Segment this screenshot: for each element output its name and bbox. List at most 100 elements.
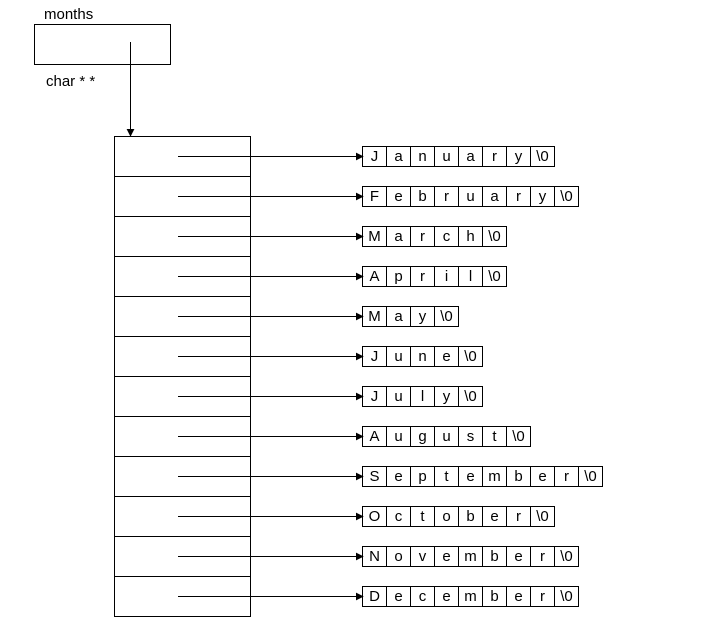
char-text: o — [394, 548, 402, 565]
char-text: e — [490, 508, 498, 525]
char-text: b — [514, 468, 522, 485]
char-text: e — [514, 588, 522, 605]
variable-box — [34, 24, 171, 65]
char-text: p — [394, 268, 402, 285]
char-text: o — [442, 508, 450, 525]
char-text: J — [371, 348, 379, 365]
char-text: r — [564, 468, 569, 485]
char-text: u — [442, 148, 450, 165]
char-cell — [506, 426, 531, 447]
char-text: e — [442, 588, 450, 605]
char-text: n — [418, 148, 426, 165]
char-text: t — [420, 508, 425, 525]
char-text: \0 — [464, 388, 477, 405]
char-cell — [458, 386, 483, 407]
char-text: A — [369, 428, 379, 445]
char-text: y — [443, 388, 451, 405]
char-text: r — [516, 188, 521, 205]
char-text: r — [492, 148, 497, 165]
char-text: e — [466, 468, 474, 485]
char-text: y — [419, 308, 427, 325]
char-text: s — [467, 428, 475, 445]
variable-type-label: char * * — [46, 73, 95, 90]
char-text: y — [539, 188, 547, 205]
variable-name-label: months — [44, 6, 93, 23]
char-text: b — [490, 548, 498, 565]
char-text: e — [394, 468, 402, 485]
char-text: r — [444, 188, 449, 205]
char-text: r — [420, 228, 425, 245]
char-text: J — [371, 388, 379, 405]
char-text: \0 — [560, 548, 573, 565]
char-text: g — [418, 428, 426, 445]
char-text: u — [466, 188, 474, 205]
char-cell — [482, 226, 507, 247]
char-text: h — [466, 228, 474, 245]
char-text: e — [394, 588, 402, 605]
char-text: b — [466, 508, 474, 525]
char-text: e — [394, 188, 402, 205]
char-text: c — [419, 588, 427, 605]
char-text: \0 — [584, 468, 597, 485]
char-text: \0 — [560, 188, 573, 205]
char-text: u — [442, 428, 450, 445]
char-text: r — [516, 508, 521, 525]
char-text: \0 — [488, 268, 501, 285]
char-cell — [554, 586, 579, 607]
char-text: e — [538, 468, 546, 485]
char-text: \0 — [560, 588, 573, 605]
char-cell — [554, 546, 579, 567]
char-text: c — [443, 228, 451, 245]
char-cell — [458, 346, 483, 367]
char-text: b — [490, 588, 498, 605]
char-text: t — [444, 468, 449, 485]
char-text: i — [445, 268, 448, 285]
char-text: l — [469, 268, 472, 285]
char-text: e — [514, 548, 522, 565]
char-text: m — [464, 548, 477, 565]
char-text: J — [371, 148, 379, 165]
char-text: b — [418, 188, 426, 205]
char-text: a — [394, 308, 403, 325]
char-text: M — [368, 228, 381, 245]
char-text: m — [464, 588, 477, 605]
char-text: r — [420, 268, 425, 285]
char-text: O — [369, 508, 381, 525]
char-text: m — [488, 468, 501, 485]
char-text: D — [369, 588, 380, 605]
char-text: \0 — [440, 308, 453, 325]
char-text: \0 — [536, 148, 549, 165]
char-cell — [578, 466, 603, 487]
char-text: y — [515, 148, 523, 165]
char-text: u — [394, 388, 402, 405]
char-cell — [482, 266, 507, 287]
char-text: p — [418, 468, 426, 485]
char-text: N — [369, 548, 380, 565]
char-text: a — [466, 148, 475, 165]
char-text: F — [370, 188, 379, 205]
char-text: a — [490, 188, 499, 205]
char-cell — [434, 306, 459, 327]
char-text: r — [540, 548, 545, 565]
char-text: c — [395, 508, 403, 525]
char-text: u — [394, 348, 402, 365]
char-text: e — [442, 548, 450, 565]
char-text: S — [369, 468, 379, 485]
char-cell — [554, 186, 579, 207]
char-text: \0 — [488, 228, 501, 245]
char-cell — [530, 146, 555, 167]
char-text: a — [394, 228, 403, 245]
char-text: t — [492, 428, 497, 445]
